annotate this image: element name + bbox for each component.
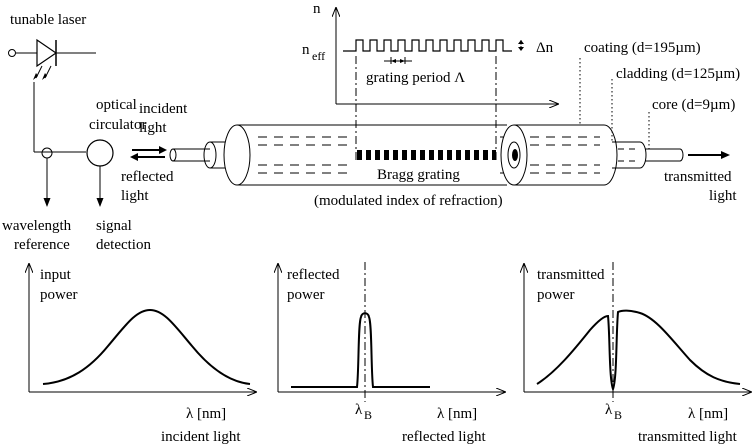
input-caption: incident light: [161, 429, 241, 445]
input-x-label: λ [nm]: [186, 406, 226, 422]
delta-n-label: Δn: [536, 40, 554, 56]
neff-label: n: [302, 42, 310, 58]
transmitted-notch-label: λ: [605, 402, 613, 418]
transmitted-label-1: transmitted: [664, 169, 732, 185]
fiber-cladding-end-left: [203, 141, 217, 169]
circulator-label-2: circulator: [89, 117, 146, 133]
tunable-laser: tunable laser: [8, 12, 96, 80]
reflected-y-label-1: reflected: [287, 267, 340, 283]
delta-n-marker: [518, 40, 524, 51]
incident-label-1: incident: [139, 101, 188, 117]
laser-label: tunable laser: [10, 12, 86, 28]
wavelength-label-2: reference: [14, 237, 70, 253]
coating-end-right: [603, 124, 618, 186]
coupler-icon: [41, 147, 53, 159]
cladding-label: cladding (d=125µm): [616, 66, 740, 82]
reflected-label-2: light: [121, 188, 149, 204]
reflected-y-label-2: power: [287, 287, 325, 303]
reflected-x-label: λ [nm]: [437, 406, 477, 422]
circulator-icon: [86, 139, 114, 167]
transmitted-y-label-2: power: [537, 287, 575, 303]
coating-end-left: [223, 124, 251, 186]
grating-period-label: grating period Λ: [366, 70, 465, 86]
input-y-label-2: power: [40, 287, 78, 303]
transmitted-label-2: light: [709, 188, 737, 204]
input-spectrum-curve: [42, 308, 251, 385]
circulator-label-1: optical: [96, 97, 137, 113]
core-label: core (d=9µm): [652, 97, 735, 113]
reflected-spectrum-curve: [291, 312, 430, 388]
laser-diode-icon: [36, 38, 58, 68]
transmitted-notch-subscript: B: [614, 408, 622, 422]
grating-caption: (modulated index of refraction): [314, 193, 503, 209]
reflected-peak-label: λ: [355, 402, 363, 418]
input-y-label-1: input: [40, 267, 72, 283]
transmitted-x-label: λ [nm]: [688, 406, 728, 422]
fiber-core-end-right: [679, 148, 684, 162]
index-profile-plot: n n eff Δn grating period Λ: [302, 1, 558, 160]
input-spectrum-plot: input power λ [nm] incident light: [29, 264, 256, 445]
signal-label-2: detection: [96, 237, 151, 253]
coating-label: coating (d=195µm): [584, 40, 701, 56]
transmitted-caption: transmitted light: [638, 429, 738, 445]
reflected-spectrum-plot: reflected power λ B λ [nm] reflected lig…: [278, 262, 505, 445]
emission-arrows-icon: [33, 65, 52, 80]
optical-circulator: optical circulator: [41, 97, 146, 167]
bragg-grating-label: Bragg grating: [377, 167, 460, 183]
transmitted-y-label-1: transmitted: [537, 267, 605, 283]
neff-subscript: eff: [312, 49, 325, 63]
transmitted-spectrum-curve: [536, 309, 741, 392]
reflected-label-1: reflected: [121, 169, 174, 185]
reflected-peak-subscript: B: [364, 408, 372, 422]
fiber-core-end-left: [169, 148, 177, 162]
index-square-wave: [343, 39, 512, 52]
cladding-end-right: [639, 141, 647, 169]
index-y-axis-label: n: [313, 1, 321, 17]
transmitted-spectrum-plot: transmitted power λ B λ [nm] transmitted…: [524, 262, 751, 445]
layer-leader-lines: [579, 58, 650, 149]
reflected-caption: reflected light: [402, 429, 487, 445]
incident-label-2: light: [139, 120, 167, 136]
signal-label-1: signal: [96, 218, 132, 234]
laser-terminal: [8, 49, 16, 57]
optical-fiber: [169, 124, 684, 186]
grating-period-marker: [384, 57, 412, 64]
wavelength-label-1: wavelength: [2, 218, 72, 234]
